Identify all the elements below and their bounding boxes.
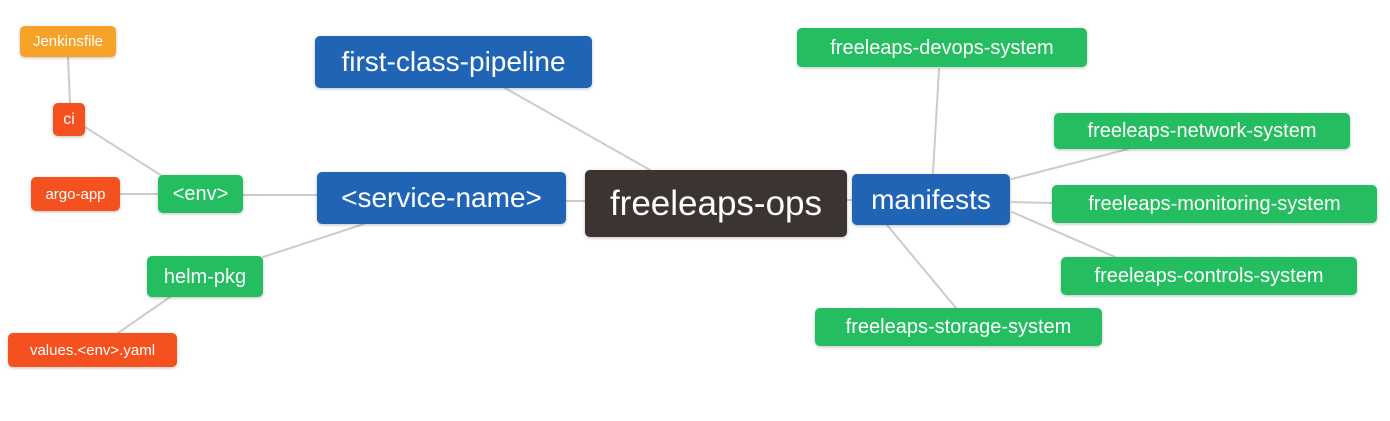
node-manifests[interactable]: manifests	[852, 174, 1010, 225]
edge-first-class-pipeline-ops	[504, 87, 651, 171]
edge-manifests-monitoring-system	[1011, 201, 1053, 204]
node-freeleaps-monitoring-system[interactable]: freeleaps-monitoring-system	[1052, 185, 1377, 223]
node-values-env-yaml[interactable]: values.<env>.yaml	[8, 333, 177, 367]
node-argo-app[interactable]: argo-app	[31, 177, 120, 211]
node-freeleaps-controls-system[interactable]: freeleaps-controls-system	[1061, 257, 1357, 295]
node-freeleaps-storage-system[interactable]: freeleaps-storage-system	[815, 308, 1102, 346]
node-env[interactable]: <env>	[158, 175, 243, 213]
node-first-class-pipeline[interactable]: first-class-pipeline	[315, 36, 592, 88]
node-jenkinsfile[interactable]: Jenkinsfile	[20, 26, 116, 57]
node-ci[interactable]: ci	[53, 103, 85, 136]
node-helm-pkg[interactable]: helm-pkg	[147, 256, 263, 297]
node-service-name[interactable]: <service-name>	[317, 172, 566, 224]
edge-manifests-controls-system	[1011, 211, 1116, 258]
edge-ci-env	[84, 126, 163, 177]
edge-service-name-helm-pkg	[262, 223, 365, 258]
edge-manifests-storage-system	[886, 224, 957, 309]
node-freeleaps-ops-root[interactable]: freeleaps-ops	[585, 170, 847, 237]
edge-manifests-network-system	[1011, 148, 1129, 180]
edge-manifests-devops-system	[932, 68, 940, 174]
edge-helm-pkg-values-env-yaml	[117, 296, 171, 334]
node-freeleaps-devops-system[interactable]: freeleaps-devops-system	[797, 28, 1087, 67]
edge-jenkinsfile-ci	[67, 56, 71, 105]
node-freeleaps-network-system[interactable]: freeleaps-network-system	[1054, 113, 1350, 149]
